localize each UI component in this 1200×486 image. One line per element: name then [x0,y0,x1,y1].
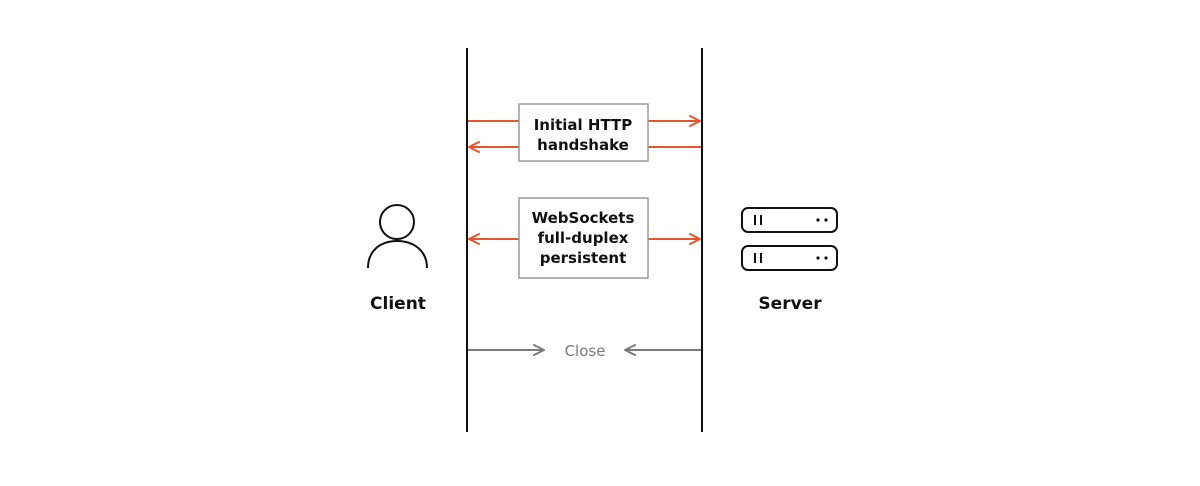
server-rack-icon [741,207,838,271]
websocket-label-line1: WebSockets [532,209,635,227]
websocket-label-line3: persistent [540,249,627,267]
close-label: Close [565,342,606,360]
handshake-label-line1: Initial HTTP [534,116,633,134]
client-label: Client [370,294,426,314]
handshake-label-line2: handshake [537,136,629,154]
websocket-label-line2: full-duplex [538,229,629,247]
person-icon [367,204,428,269]
websocket-box [518,197,649,279]
server-label: Server [758,294,822,314]
handshake-box [518,103,649,162]
